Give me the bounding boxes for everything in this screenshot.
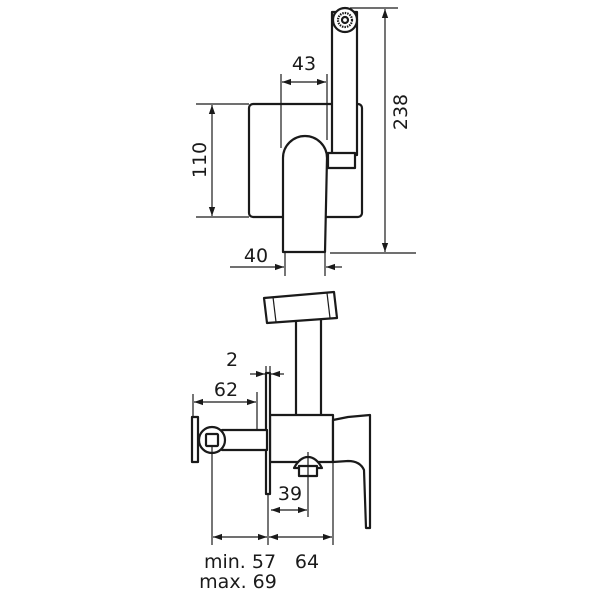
dimension-label-max: max. 69 <box>199 571 277 593</box>
sprayer-handle <box>330 10 359 157</box>
dimension-39: 39 <box>271 452 309 517</box>
dimension-label: 40 <box>244 245 268 267</box>
mixer-lever <box>281 134 329 254</box>
dimension-label: 2 <box>226 349 238 371</box>
dimension-label-min: min. 57 <box>204 551 276 573</box>
holder-bracket <box>326 151 357 170</box>
dimension-label: 39 <box>278 483 302 505</box>
dimension-40: 40 <box>230 245 342 276</box>
dimension-label: 62 <box>214 379 238 401</box>
dimension-wall-depth: min. 57 max. 69 64 <box>199 445 334 593</box>
dimension-label: 238 <box>390 94 412 130</box>
front-view: 43 110 238 40 <box>189 6 416 276</box>
nozzle-center <box>340 15 350 25</box>
valve-flange <box>190 415 200 464</box>
dimension-2: 2 <box>226 349 284 378</box>
dimension-label: 43 <box>292 53 316 75</box>
valve-pipe <box>220 428 269 452</box>
sprayer-cap-line <box>272 296 277 323</box>
sprayer-head <box>262 290 339 325</box>
valve-square <box>204 432 220 448</box>
dimension-238: 238 <box>330 7 416 254</box>
mixer-lever <box>331 413 372 530</box>
sprayer-tube <box>294 314 323 418</box>
dimension-label: 64 <box>295 551 319 573</box>
dimension-43: 43 <box>280 53 328 148</box>
dimension-110: 110 <box>189 103 249 218</box>
dimension-label: 110 <box>189 142 211 178</box>
side-view: 2 62 39 min. 57 max. 69 64 <box>190 290 372 593</box>
dimension-62: 62 <box>192 379 258 430</box>
sprayer-cap-line <box>326 292 331 319</box>
mixer-body <box>268 413 335 464</box>
